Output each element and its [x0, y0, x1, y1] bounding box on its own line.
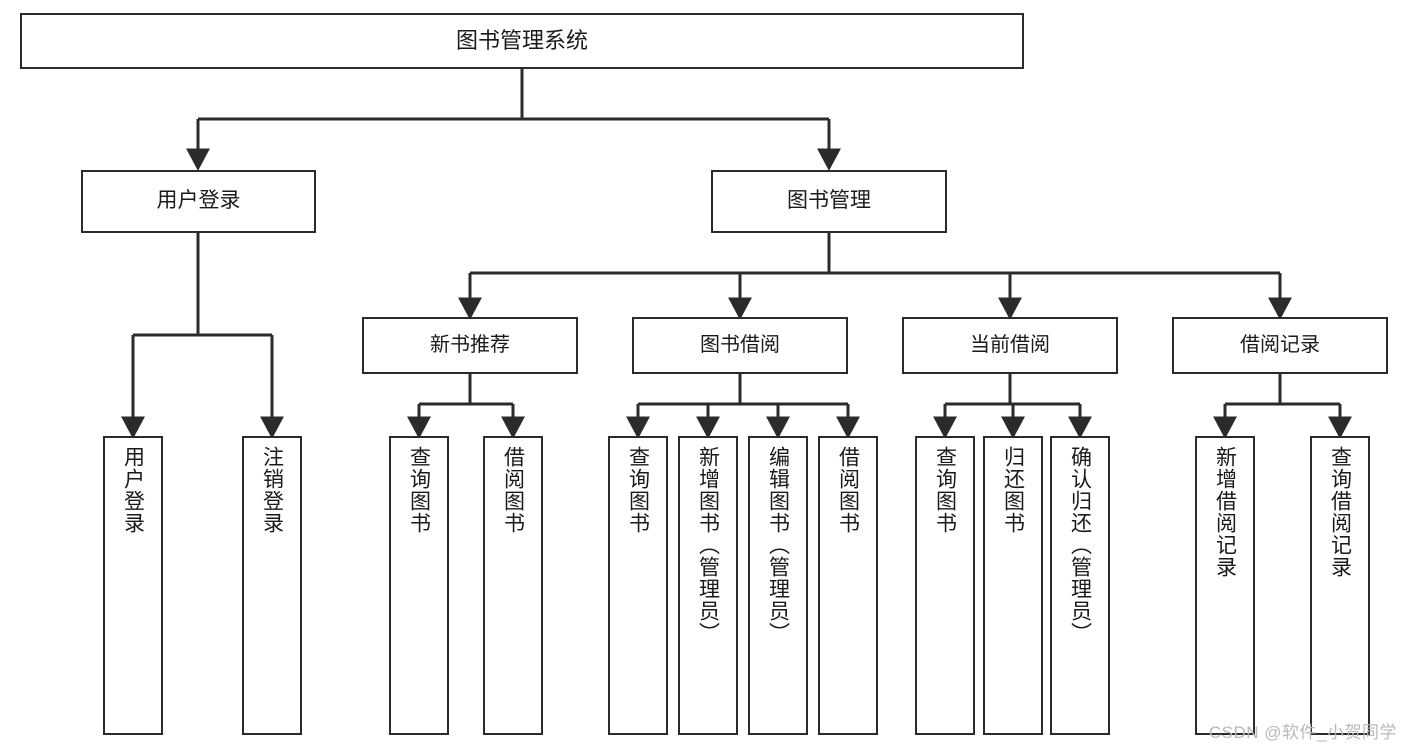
node-leaf-label: 用户登录	[121, 446, 145, 534]
node-leaf-label: 借阅图书	[501, 446, 525, 534]
node-leaf-label: 新增图书（管理员）	[696, 446, 720, 644]
node-leaf-query-book-rec[interactable]: 查询图书	[389, 436, 449, 735]
node-leaf-label: 查询借阅记录	[1328, 446, 1352, 578]
node-new-book-recommend[interactable]: 新书推荐	[362, 317, 578, 374]
node-leaf-label: 归还图书	[1001, 446, 1025, 534]
node-user-login-label: 用户登录	[156, 189, 241, 213]
watermark: CSDN @软件_小贺同学	[1208, 723, 1397, 742]
node-book-management-label: 图书管理	[787, 189, 871, 213]
node-leaf-add-book-admin[interactable]: 新增图书（管理员）	[678, 436, 738, 735]
node-leaf-borrow-book-rec[interactable]: 借阅图书	[483, 436, 543, 735]
node-current-borrow-label: 当前借阅	[970, 333, 1050, 356]
node-current-borrow[interactable]: 当前借阅	[902, 317, 1118, 374]
node-leaf-edit-book-admin[interactable]: 编辑图书（管理员）	[748, 436, 808, 735]
node-leaf-return-book[interactable]: 归还图书	[983, 436, 1043, 735]
node-leaf-confirm-return-admin[interactable]: 确认归还（管理员）	[1050, 436, 1110, 735]
node-book-borrow-label: 图书借阅	[700, 333, 780, 356]
node-root[interactable]: 图书管理系统	[20, 13, 1024, 69]
node-leaf-label: 借阅图书	[836, 446, 860, 534]
node-user-login[interactable]: 用户登录	[81, 170, 316, 233]
node-root-label: 图书管理系统	[455, 28, 588, 54]
node-leaf-borrow-book[interactable]: 借阅图书	[818, 436, 878, 735]
node-borrow-record-label: 借阅记录	[1240, 333, 1320, 356]
node-new-book-recommend-label: 新书推荐	[430, 333, 510, 356]
node-leaf-user-login[interactable]: 用户登录	[103, 436, 163, 735]
node-leaf-label: 注销登录	[260, 446, 284, 534]
node-leaf-label: 查询图书	[933, 446, 957, 534]
node-leaf-query-book-borrow[interactable]: 查询图书	[608, 436, 668, 735]
node-leaf-label: 查询图书	[626, 446, 650, 534]
node-leaf-query-borrow-record[interactable]: 查询借阅记录	[1310, 436, 1370, 735]
node-leaf-label: 编辑图书（管理员）	[766, 446, 790, 644]
node-borrow-record[interactable]: 借阅记录	[1172, 317, 1388, 374]
node-leaf-query-book-current[interactable]: 查询图书	[915, 436, 975, 735]
node-leaf-label: 确认归还（管理员）	[1068, 446, 1092, 644]
node-book-borrow[interactable]: 图书借阅	[632, 317, 848, 374]
node-leaf-label: 查询图书	[407, 446, 431, 534]
node-leaf-label: 新增借阅记录	[1213, 446, 1237, 578]
node-leaf-logout[interactable]: 注销登录	[242, 436, 302, 735]
node-leaf-add-borrow-record[interactable]: 新增借阅记录	[1195, 436, 1255, 735]
node-book-management[interactable]: 图书管理	[711, 170, 947, 233]
